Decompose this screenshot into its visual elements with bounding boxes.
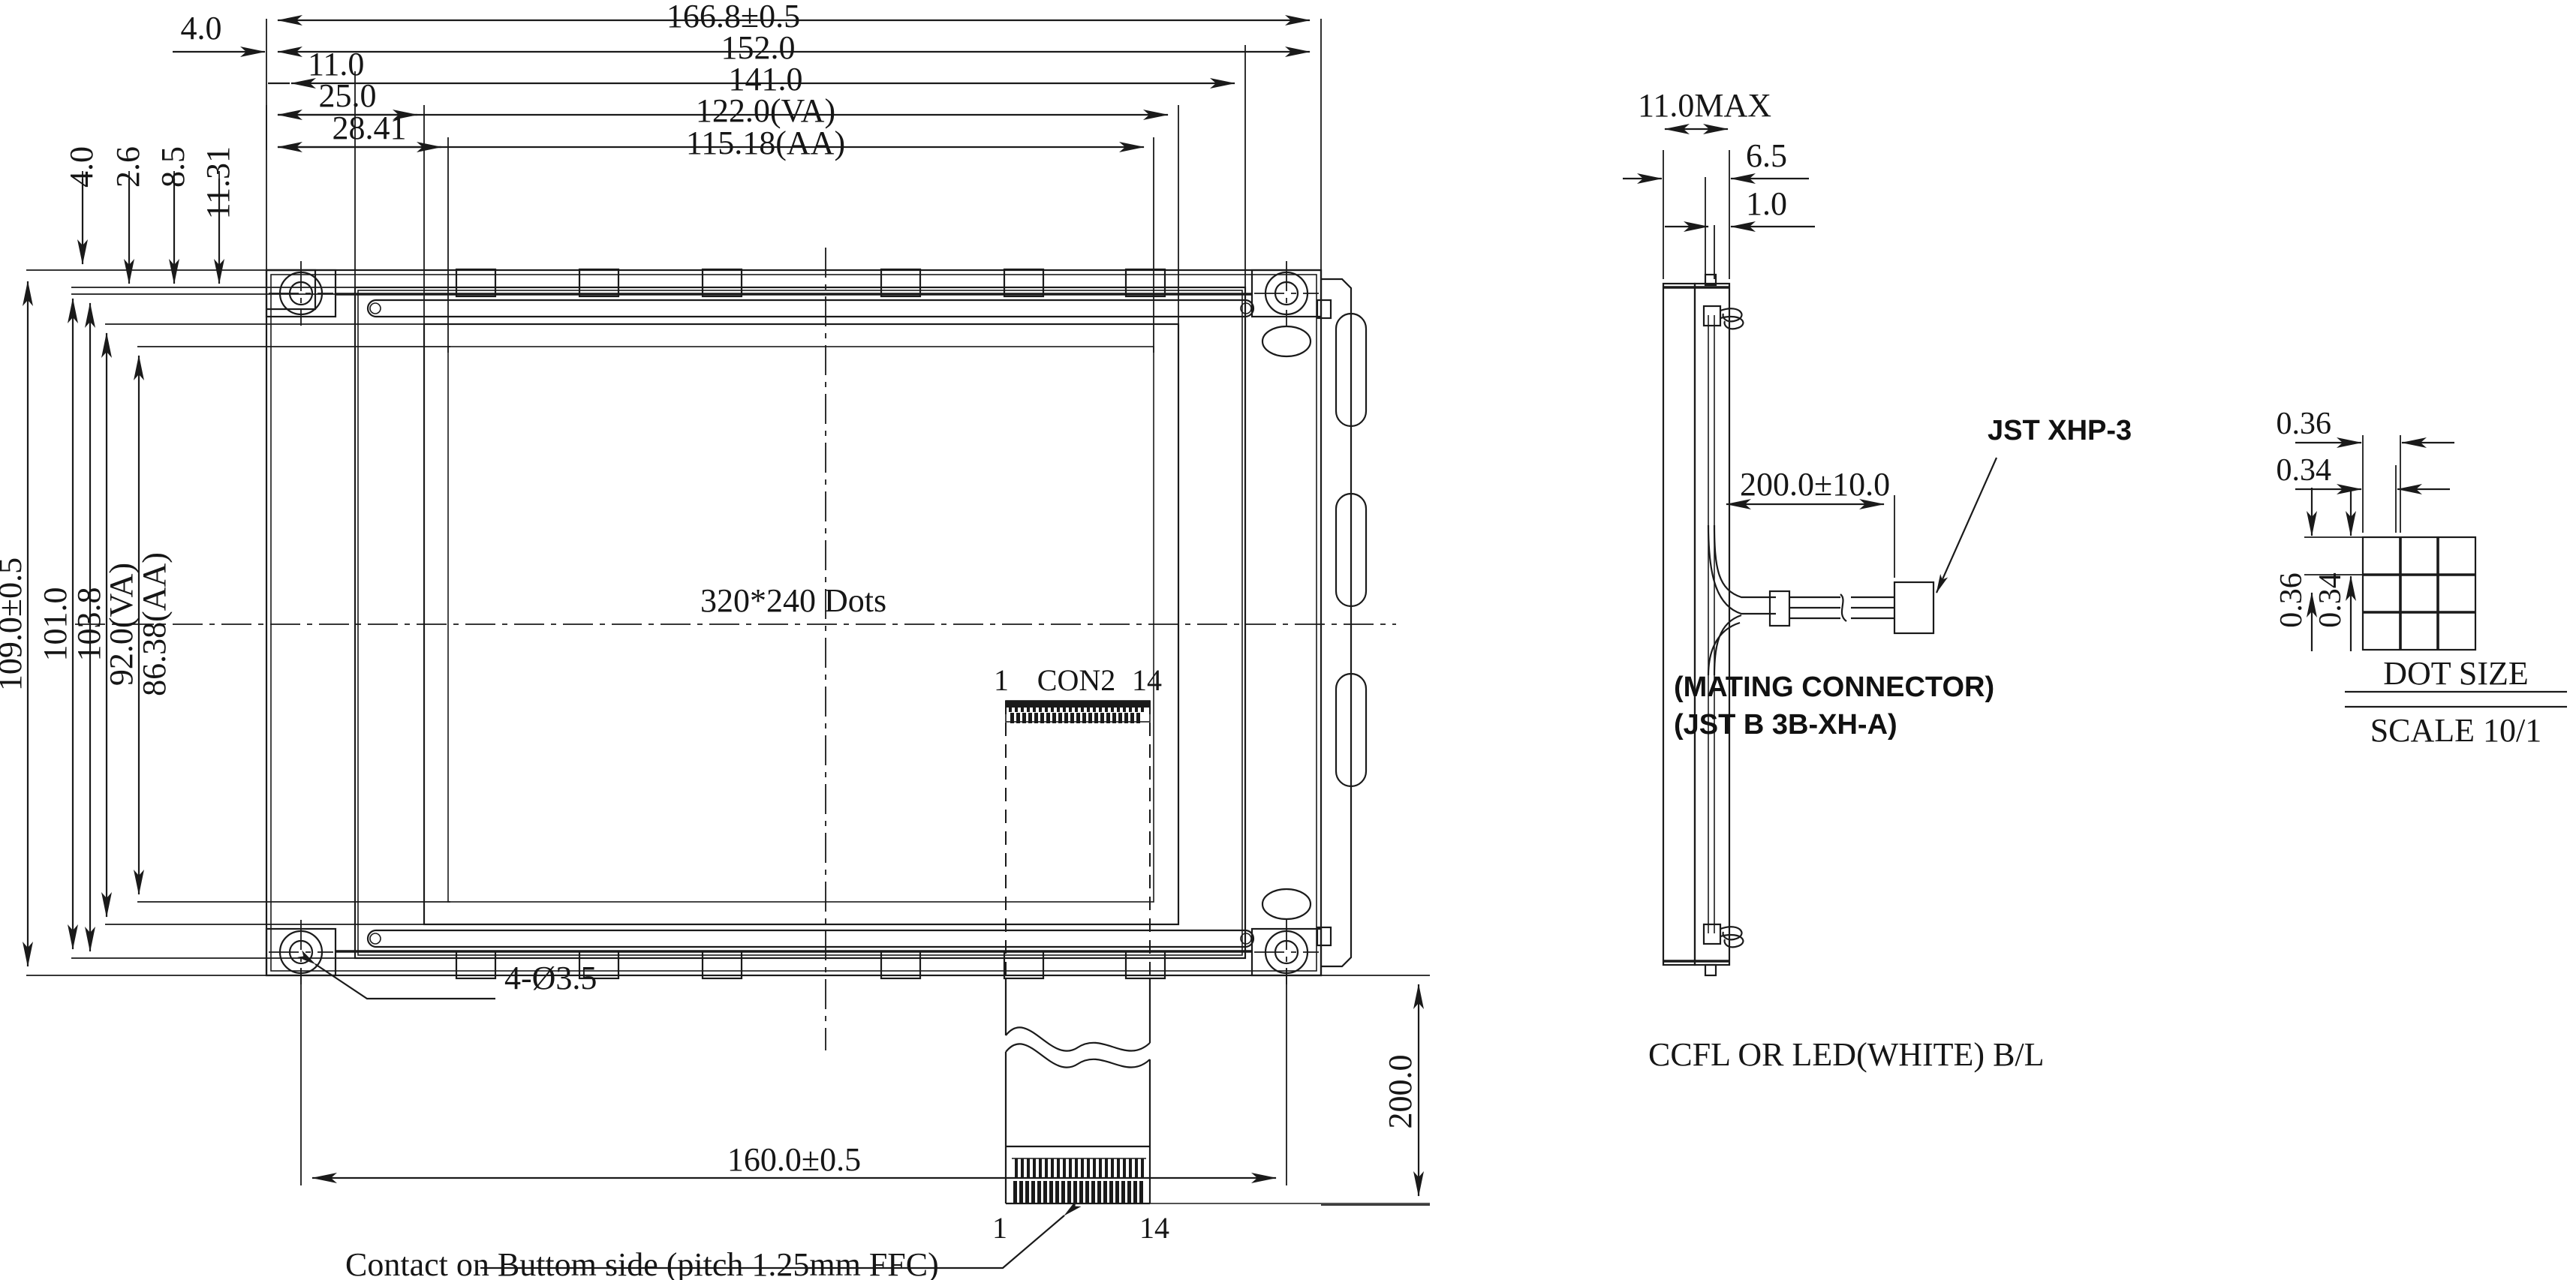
top-offset-26: 2.6 xyxy=(110,146,146,188)
front-view-dimensions xyxy=(23,15,1430,1206)
ffc-pin-14: 14 xyxy=(1139,1211,1169,1245)
dim-aa-height: 86.38(AA) xyxy=(136,552,173,696)
offset-4: 4.0 xyxy=(181,10,222,47)
dim-overall-height: 109.0±0.5 xyxy=(0,557,29,691)
jst-connector-callout: JST XHP-3 xyxy=(1988,415,2132,446)
ccfl-lamp-bottom xyxy=(335,929,1255,953)
offset-11: 11.0 xyxy=(308,46,364,83)
front-view-geometry xyxy=(75,248,1396,1269)
mounting-hole-tl xyxy=(269,261,333,326)
mounting-hole-tr xyxy=(1254,261,1319,326)
dot-pitch-h: 0.36 xyxy=(2277,407,2332,441)
dot-size-title: DOT SIZE xyxy=(2383,655,2529,692)
dim-inner-frame-width: 141.0 xyxy=(729,61,803,98)
offset-25: 25.0 xyxy=(319,77,377,114)
con2-pin-14: 14 xyxy=(1132,663,1162,697)
backlight-note: CCFL OR LED(WHITE) B/L xyxy=(1648,1036,2045,1073)
ffc-tail xyxy=(1004,978,1151,1205)
dim-outer-frame-width: 152.0 xyxy=(721,29,796,66)
dim-outer-frame-height: 101.0 xyxy=(37,587,74,662)
dim-va-height: 92.0(VA) xyxy=(103,563,140,686)
ffc-note: Contact on Buttom side (pitch 1.25mm FFC… xyxy=(345,1246,939,1280)
dim-65: 6.5 xyxy=(1746,137,1787,174)
top-tabs xyxy=(455,268,1166,298)
offset-2841: 28.41 xyxy=(333,110,407,146)
dim-ffc-length: 200.0 xyxy=(1382,1055,1419,1129)
dim-cable-length: 200.0±10.0 xyxy=(1740,466,1890,503)
dim-10: 1.0 xyxy=(1746,185,1787,222)
dot-pitch-v: 0.36 xyxy=(2274,572,2309,628)
dim-inner-frame-height: 103.8 xyxy=(71,587,107,662)
con2-label: CON2 xyxy=(1037,663,1115,697)
ffc-pin-1: 1 xyxy=(992,1211,1007,1245)
dim-mounting-span: 160.0±0.5 xyxy=(727,1141,861,1178)
mating-connector-line2: (JST B 3B-XH-A) xyxy=(1674,709,1897,741)
mounting-hole-note: 4-Ø3.5 xyxy=(504,960,597,996)
side-view-geometry xyxy=(1623,124,1998,977)
con2-pin-1: 1 xyxy=(994,663,1009,697)
top-offset-4: 4.0 xyxy=(63,146,100,188)
mating-connector-line1: (MATING CONNECTOR) xyxy=(1674,672,1994,703)
dim-thickness-max: 11.0MAX xyxy=(1638,87,1771,124)
dim-aa-width: 115.18(AA) xyxy=(686,125,845,161)
display-label: 320*240 Dots xyxy=(700,582,886,619)
right-side-bracket xyxy=(1261,278,1368,968)
dot-height: 0.34 xyxy=(2313,572,2348,628)
top-offset-1131: 11.31 xyxy=(200,146,236,219)
dot-width: 0.34 xyxy=(2277,453,2332,488)
dim-overall-width: 166.8±0.5 xyxy=(667,0,800,35)
dim-va-width: 122.0(VA) xyxy=(696,92,835,129)
top-offset-85: 8.5 xyxy=(155,146,191,188)
dot-size-scale: SCALE 10/1 xyxy=(2370,712,2542,749)
dot-size-detail xyxy=(2295,435,2567,708)
ccfl-lamp-top xyxy=(335,293,1255,318)
con2-connector xyxy=(1005,700,1151,998)
